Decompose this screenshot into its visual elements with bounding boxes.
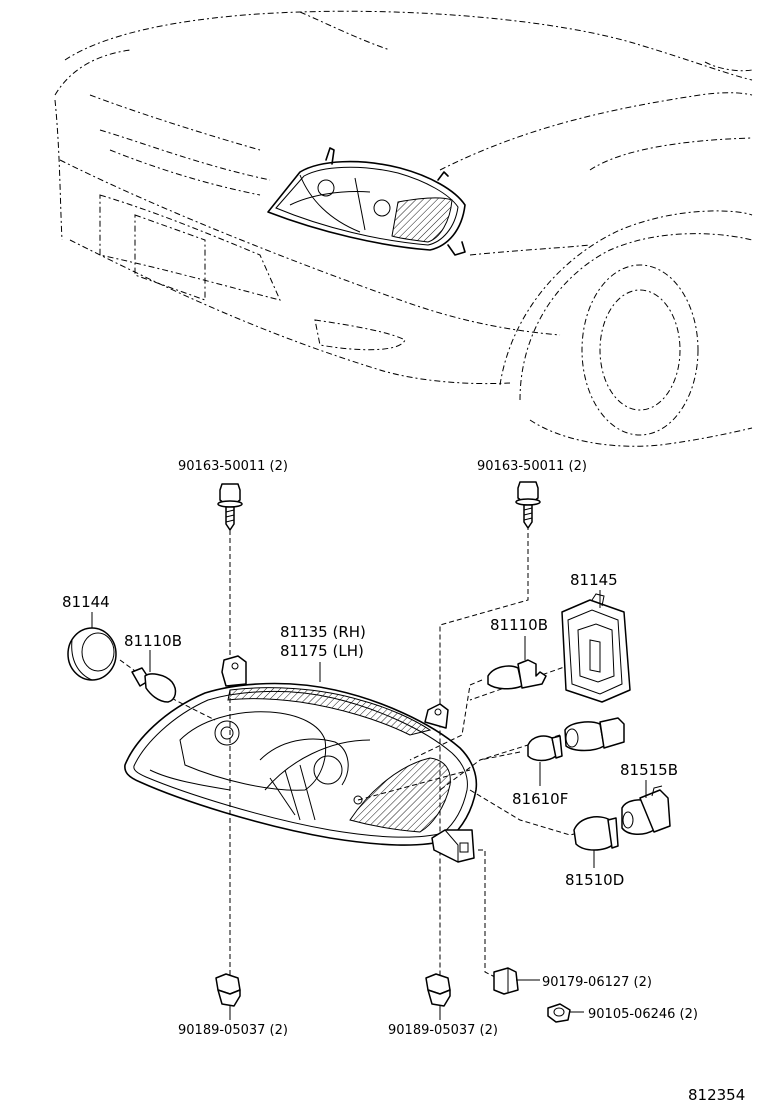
- label-bulb-small: 81610F: [512, 790, 568, 808]
- label-nut-left: 90189-05037 (2): [178, 1023, 288, 1038]
- label-headlamp-rh: 81135 (RH): [280, 623, 366, 641]
- label-socket: 81515B: [620, 761, 678, 779]
- bolt-right: [515, 481, 541, 529]
- bolt-left: [217, 483, 243, 531]
- part-labels: 90163-50011 (2) 90163-50011 (2) 81144 81…: [62, 459, 745, 1104]
- screw-part: [547, 1003, 584, 1023]
- car-front-illustration: [54, 10, 753, 447]
- label-clip: 90179-06127 (2): [542, 975, 652, 990]
- nut-mid: [425, 973, 451, 1007]
- label-leaders: [91, 590, 647, 1020]
- socket-small: [564, 717, 625, 752]
- headlamp-assembly: [124, 655, 478, 863]
- label-bolt-right: 90163-50011 (2): [477, 459, 587, 474]
- socket-81515B: [621, 785, 671, 835]
- cover-81145: [561, 593, 631, 703]
- label-screw: 90105-06246 (2): [588, 1007, 698, 1022]
- diagram-number: 812354: [688, 1086, 745, 1104]
- label-bulb-turn: 81510D: [565, 871, 624, 889]
- bulb-81610F: [527, 735, 563, 762]
- clip-part: [493, 967, 540, 995]
- label-bolt-left: 90163-50011 (2): [178, 459, 288, 474]
- label-nut-mid: 90189-05037 (2): [388, 1023, 498, 1038]
- label-bulb-left: 81110B: [124, 632, 182, 650]
- bulb-left: [131, 667, 177, 703]
- label-cover: 81145: [570, 571, 618, 589]
- label-ring: 81144: [62, 593, 110, 611]
- bulb-right: [487, 659, 547, 690]
- nut-left: [215, 973, 241, 1007]
- bulb-81510D: [573, 816, 619, 851]
- label-headlamp-lh: 81175 (LH): [280, 642, 364, 660]
- label-bulb-right: 81110B: [490, 616, 548, 634]
- ring-81144: [67, 627, 117, 681]
